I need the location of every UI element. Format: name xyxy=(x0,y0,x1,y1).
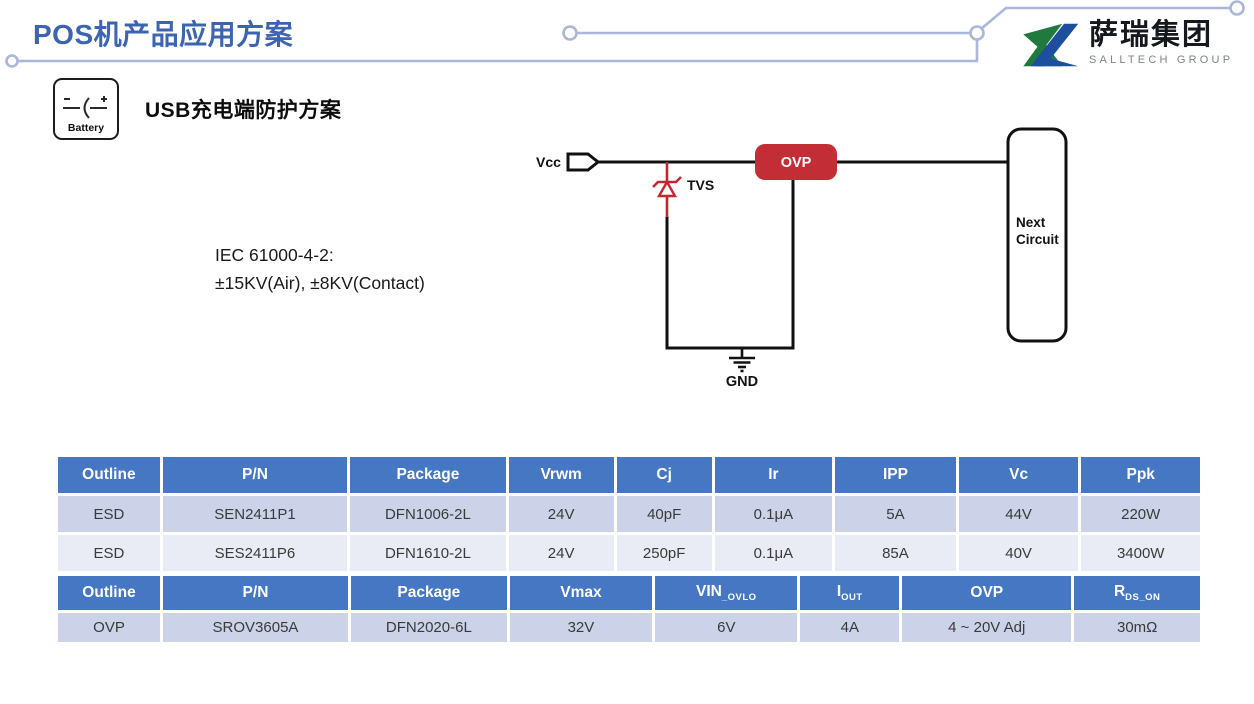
table-cell: 0.1μA xyxy=(714,535,833,571)
iec-line1: IEC 61000-4-2: xyxy=(215,245,334,265)
tvs-label: TVS xyxy=(687,177,714,193)
column-header: Vrwm xyxy=(508,457,614,493)
table-cell: 4A xyxy=(800,613,900,642)
wire-ground-loop xyxy=(665,180,795,350)
table-cell: 220W xyxy=(1081,496,1200,532)
ovp-label: OVP xyxy=(781,155,812,171)
column-header: RDS_ON xyxy=(1074,576,1200,610)
table-cell: 0.1μA xyxy=(714,496,833,532)
table-cell: 4 ~ 20V Adj xyxy=(902,613,1072,642)
table-cell: 32V xyxy=(509,613,653,642)
iec-standard-text: IEC 61000-4-2: ±15KV(Air), ±8KV(Contact) xyxy=(215,241,425,297)
battery-icon xyxy=(63,96,107,119)
table-cell: 6V xyxy=(655,613,798,642)
column-header: Cj xyxy=(616,457,712,493)
table-cell: 44V xyxy=(958,496,1079,532)
page-title: POS机产品应用方案 xyxy=(33,19,294,50)
table-cell: 250pF xyxy=(616,535,712,571)
table-cell: OVP xyxy=(58,613,160,642)
column-header: Package xyxy=(350,457,506,493)
column-header: Outline xyxy=(58,576,160,610)
table-cell: SEN2411P1 xyxy=(162,496,348,532)
table-cell: 24V xyxy=(508,496,614,532)
salltech-logo-icon xyxy=(1023,23,1079,67)
company-logo: 萨瑞集团 SALLTECH GROUP xyxy=(1018,19,1234,70)
table-cell: 5A xyxy=(835,496,956,532)
table-cell: 3400W xyxy=(1081,535,1200,571)
column-header: Ir xyxy=(714,457,833,493)
column-header: Outline xyxy=(58,457,160,493)
next-circuit-label-1: Next xyxy=(1016,215,1046,230)
vcc-label: Vcc xyxy=(536,154,561,170)
battery-icon-box: Battery xyxy=(53,78,119,140)
battery-icon-label: Battery xyxy=(67,122,105,134)
column-header: P/N xyxy=(163,576,348,610)
table-cell: DFN1006-2L xyxy=(350,496,506,532)
logo-name-en: SALLTECH GROUP xyxy=(1089,53,1234,66)
tvs-diode xyxy=(652,162,682,217)
ovp-block xyxy=(755,144,837,180)
next-circuit-block xyxy=(1006,127,1068,343)
vcc-connector xyxy=(566,152,601,172)
table-cell: SROV3605A xyxy=(163,613,348,642)
ground-symbol xyxy=(729,348,755,373)
table-cell: 30mΩ xyxy=(1074,613,1200,642)
table-cell: SES2411P6 xyxy=(162,535,348,571)
table-cell: 24V xyxy=(508,535,614,571)
column-header: IOUT xyxy=(800,576,900,610)
next-circuit-label-2: Circuit xyxy=(1016,232,1059,247)
column-header: Vmax xyxy=(509,576,653,610)
table-cell: 40V xyxy=(958,535,1079,571)
logo-name-cn: 萨瑞集团 xyxy=(1089,19,1214,51)
iec-line2: ±15KV(Air), ±8KV(Contact) xyxy=(215,273,425,293)
column-header: VIN_OVLO xyxy=(655,576,798,610)
table-cell: 85A xyxy=(835,535,956,571)
table-cell: DFN1610-2L xyxy=(350,535,506,571)
decorative-trace-lines xyxy=(5,0,1245,68)
column-header: Vc xyxy=(958,457,1079,493)
column-header: Package xyxy=(350,576,507,610)
column-header: IPP xyxy=(835,457,956,493)
column-header: OVP xyxy=(902,576,1072,610)
table-cell: ESD xyxy=(58,496,160,532)
column-header: Ppk xyxy=(1081,457,1200,493)
table-cell: ESD xyxy=(58,535,160,571)
circuit-diagram: Vcc TVS OVP GND Next Circuit xyxy=(536,127,1068,390)
gnd-label: GND xyxy=(726,374,758,390)
table-cell: DFN2020-6L xyxy=(350,613,507,642)
section-heading: USB充电端防护方案 xyxy=(145,99,342,122)
column-header: P/N xyxy=(162,457,348,493)
table-cell: 40pF xyxy=(616,496,712,532)
